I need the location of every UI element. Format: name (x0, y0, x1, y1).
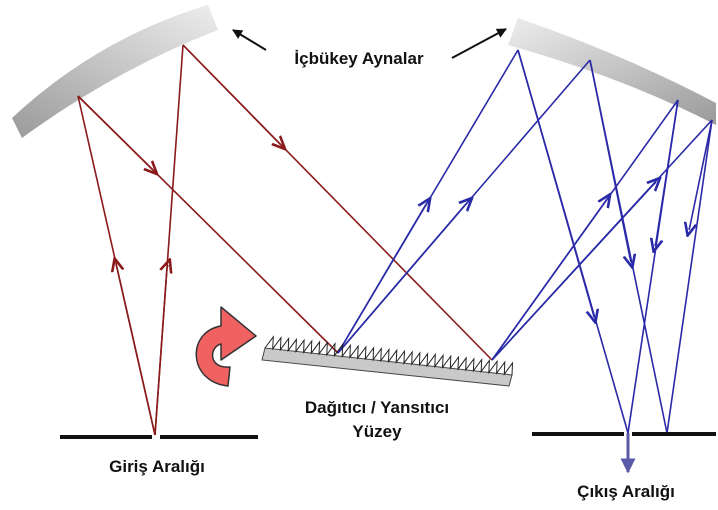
incident-ray (154, 265, 168, 436)
diffracted-ray (655, 99, 679, 246)
diffracted-ray (689, 119, 713, 230)
diffracted-ray (337, 202, 468, 354)
diffraction-grating (261, 335, 514, 387)
diffracted-ray (491, 182, 656, 361)
diffracted-ray (517, 49, 594, 317)
pointer-arrow-icon (451, 28, 507, 59)
incident-ray-group (77, 44, 493, 436)
exit-slit-label: Çıkış Aralığı (577, 482, 675, 501)
incident-ray (77, 95, 153, 170)
left-concave-mirror (12, 5, 218, 138)
diffracted-ray (337, 203, 427, 354)
diffracted-ray (589, 59, 631, 262)
grating-label-line1: Dağıtıcı / Yansıtıcı (305, 398, 449, 417)
grating-label-line2: Yüzey (352, 422, 402, 441)
diffracted-ray (491, 199, 607, 361)
entrance-slit-label: Giriş Aralığı (109, 457, 205, 476)
incident-ray (182, 44, 281, 145)
pointer-arrow-icon (232, 29, 267, 51)
grating-teeth (264, 335, 514, 376)
right-concave-mirror (508, 18, 716, 125)
diffracted-ray (666, 119, 713, 434)
mirrors-label: İçbükey Aynalar (294, 49, 424, 68)
diffracted-ray-group (337, 49, 713, 434)
incident-ray (116, 264, 156, 436)
rotation-arrow-icon (195, 306, 257, 387)
